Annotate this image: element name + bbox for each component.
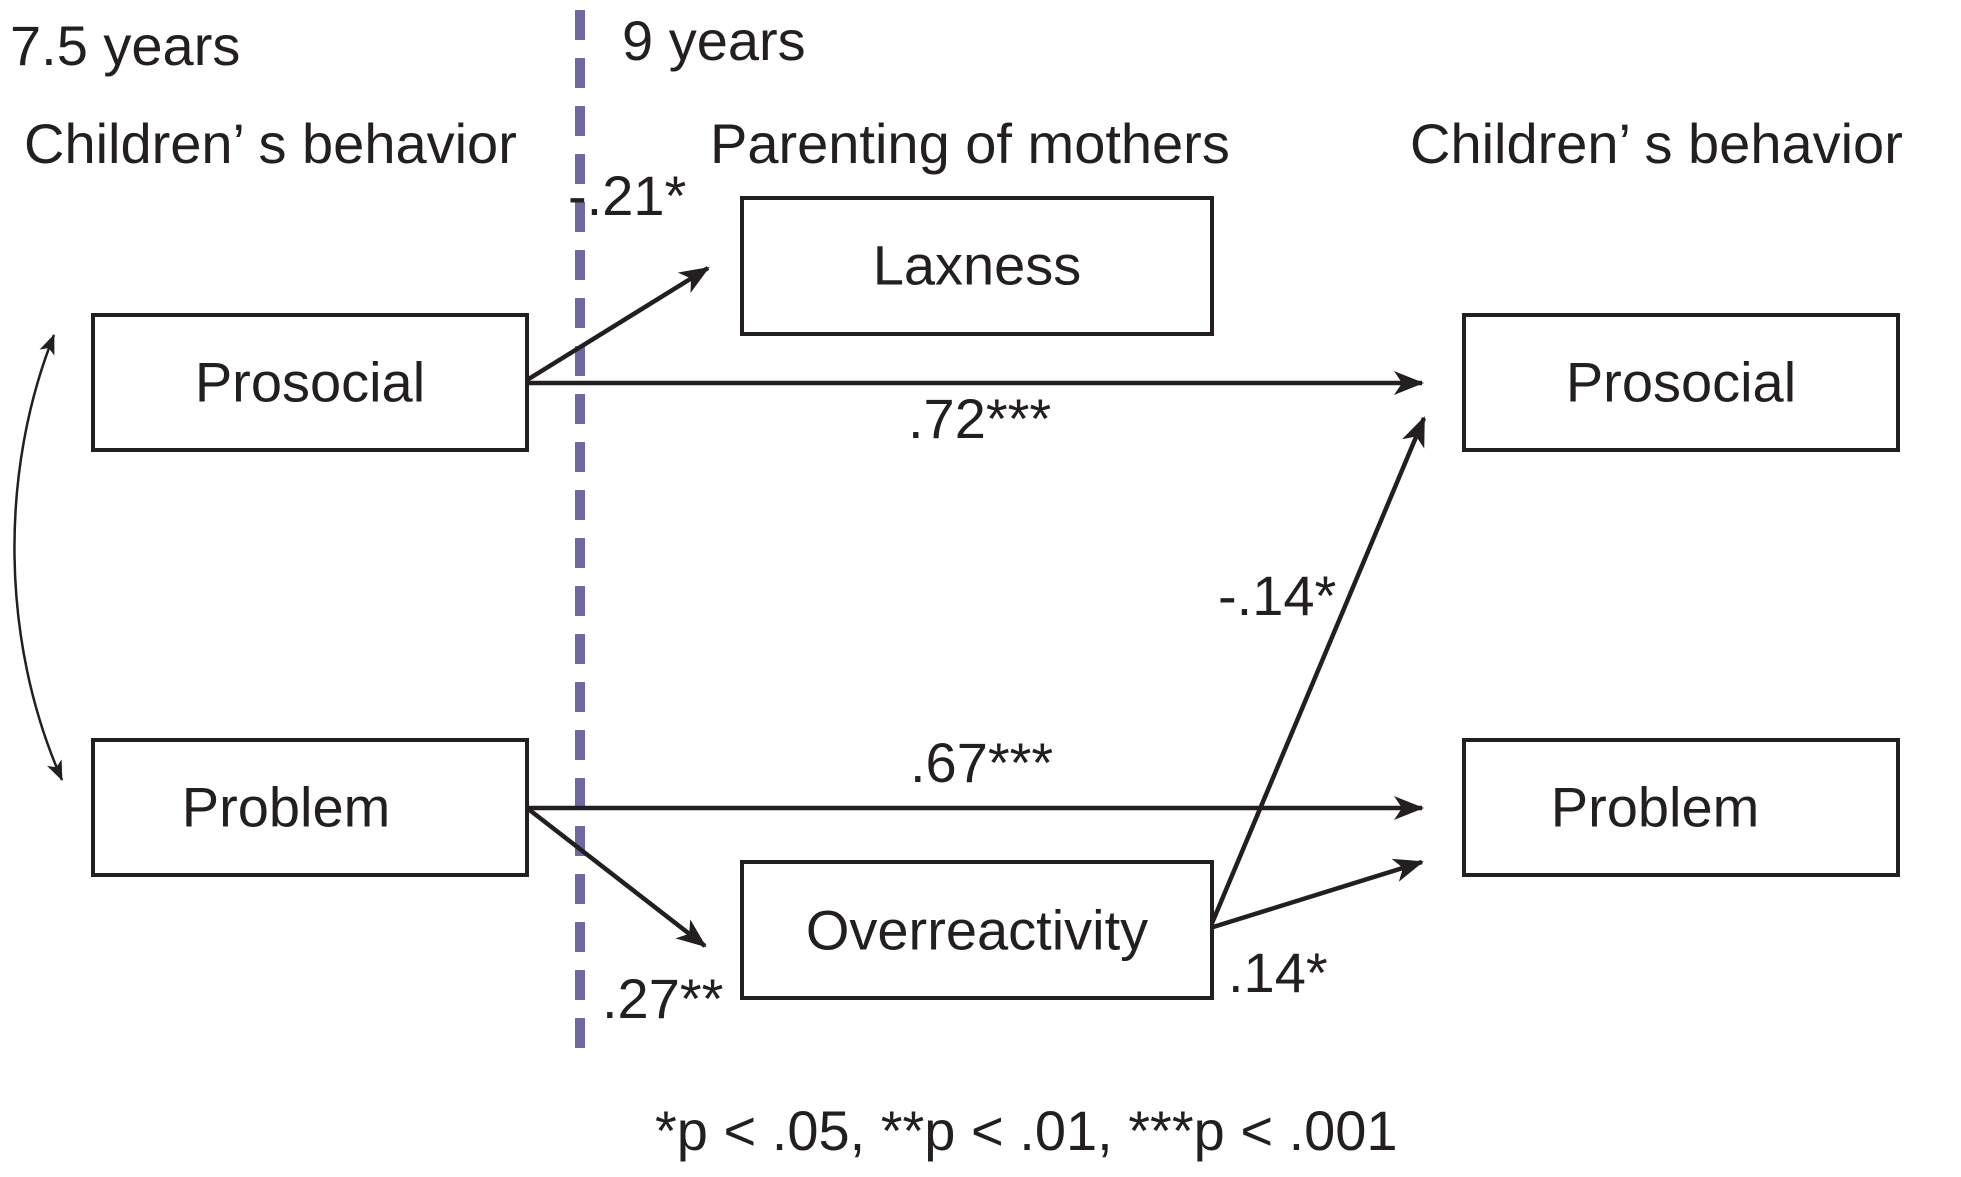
- box-problem-t1-label: Problem: [182, 776, 391, 839]
- path-problem-to-overreactivity: [525, 806, 707, 948]
- box-laxness: [740, 196, 1214, 336]
- path-prosocial-to-laxness: [525, 266, 710, 382]
- coef-problem-problem: .67***: [910, 731, 1053, 794]
- box-prosocial-t2-label: Prosocial: [1566, 351, 1796, 414]
- path-overreactivity-to-prosocial: [1207, 416, 1427, 929]
- time-right-label: 9 years: [622, 9, 806, 72]
- box-overreactivity-label: Overreactivity: [806, 899, 1148, 962]
- box-problem-t1: [91, 738, 529, 877]
- box-problem-t2: [1462, 738, 1900, 877]
- path-overreactivity-to-problem: [1209, 858, 1424, 931]
- box-overreactivity: [740, 860, 1214, 1000]
- correlation-arrow: [13, 334, 64, 781]
- box-laxness-label: Laxness: [873, 234, 1082, 297]
- box-prosocial-t2: [1462, 313, 1900, 452]
- time-left-label: 7.5 years: [10, 14, 240, 77]
- box-prosocial-t1-label: Prosocial: [195, 351, 425, 414]
- coef-overreactivity-prosocial: -.14*: [1218, 564, 1336, 627]
- box-problem-t2-label: Problem: [1551, 776, 1760, 839]
- significance-footnote: *p < .05, **p < .01, ***p < .001: [655, 1099, 1398, 1162]
- col-left-header: Children’ s behavior: [24, 112, 517, 175]
- coef-problem-overreactivity: .27**: [602, 967, 723, 1030]
- coef-prosocial-prosocial: .72***: [908, 387, 1051, 450]
- coef-prosocial-laxness: -.21*: [568, 164, 686, 227]
- col-middle-header: Parenting of mothers: [710, 112, 1230, 175]
- coef-overreactivity-problem: .14*: [1228, 941, 1328, 1004]
- box-prosocial-t1: [91, 313, 529, 452]
- col-right-header: Children’ s behavior: [1410, 112, 1903, 175]
